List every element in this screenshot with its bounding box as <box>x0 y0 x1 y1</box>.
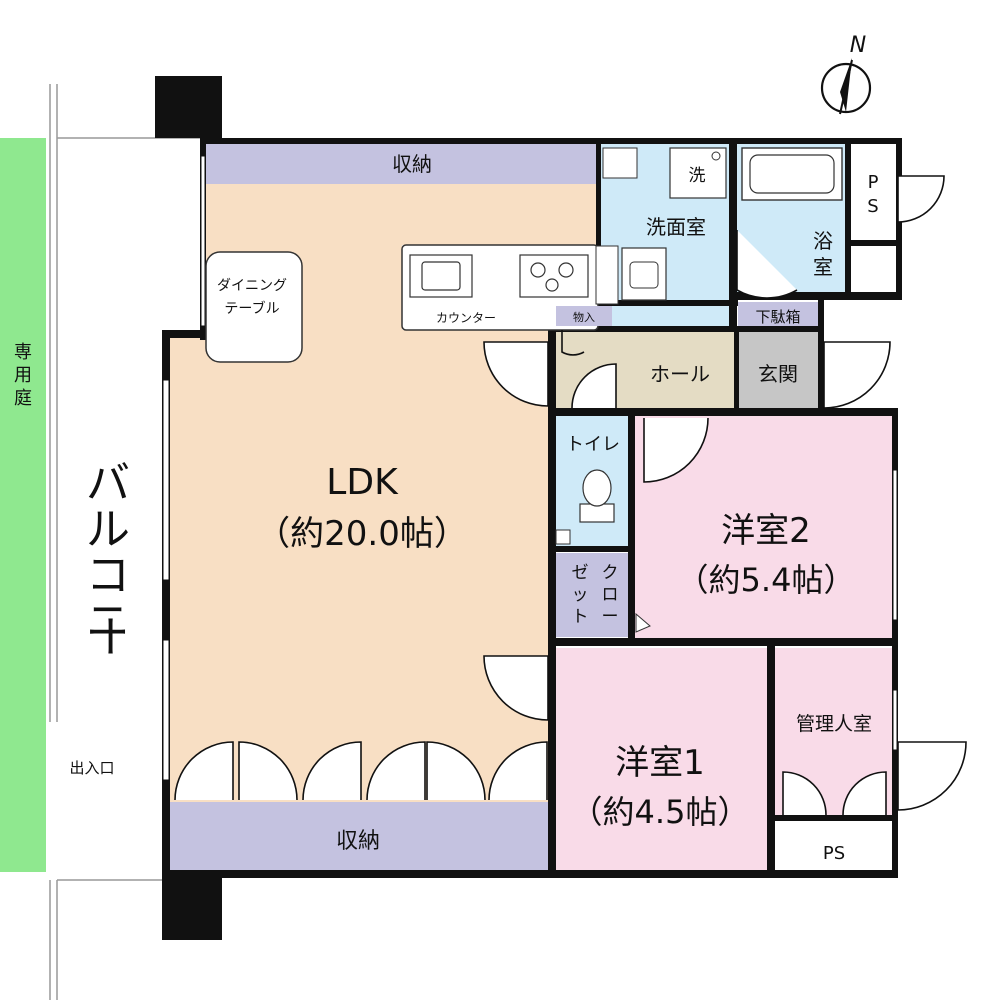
washroom-shelf <box>602 147 638 179</box>
closet-label-char: ロ <box>602 585 619 605</box>
room1-fill <box>556 648 767 870</box>
shoebox-label: 下駄箱 <box>755 308 800 326</box>
wash-basin <box>621 247 667 301</box>
windows <box>162 155 898 781</box>
closet-label-char: ゼ <box>572 563 589 583</box>
garden-label: 専 用 庭 <box>14 342 32 409</box>
balcony-char: ル <box>86 504 130 555</box>
closet-label-char: ク <box>602 563 619 583</box>
ps-top-line2: S <box>867 196 878 217</box>
toilet-label: トイレ <box>566 434 620 455</box>
bathtub <box>741 147 843 201</box>
counter-label: カウンター <box>436 311 496 325</box>
door-swings <box>174 175 967 816</box>
bath-label-line2: 室 <box>813 255 833 279</box>
storage-top-fill <box>206 144 596 184</box>
storage-bottom-fill <box>170 802 548 870</box>
balcony-char: ニ <box>86 596 130 647</box>
monoire-label: 物入 <box>573 310 595 324</box>
room2-area: （約5.4帖） <box>677 561 856 599</box>
balcony-char: バ <box>86 458 130 509</box>
toilet-tank <box>579 503 615 523</box>
north-label: N <box>850 33 866 58</box>
garden-char: 専 <box>14 342 32 363</box>
laundry-mark: 洗 <box>689 166 706 186</box>
balcony-railing <box>49 84 200 1000</box>
washroom-partition <box>595 245 619 305</box>
shoebox-fill <box>738 302 818 330</box>
closet-label-char: ッ <box>572 585 589 605</box>
ps-top-line1: P <box>868 172 879 193</box>
private-garden <box>0 138 46 872</box>
balcony-char: ー <box>83 614 134 658</box>
balcony-char: コ <box>86 550 130 601</box>
storage-top-label: 収納 <box>392 152 432 176</box>
entrance-exit-label: 出入口 <box>69 759 114 777</box>
room2-name: 洋室2 <box>721 511 811 551</box>
manager-room-label: 管理人室 <box>796 713 872 735</box>
washing-machine <box>669 147 727 199</box>
kitchen-counter <box>401 244 599 331</box>
balcony-label: バ ル コ ニ <box>86 458 130 647</box>
hall-label: ホール <box>650 362 710 386</box>
washroom-label: 洗面室 <box>646 215 706 239</box>
bath-label-line1: 浴 <box>813 229 833 253</box>
dining-table <box>205 251 303 363</box>
genkan-fill <box>738 330 818 408</box>
ps-bottom-label: PS <box>823 843 845 864</box>
dining-label-line2: テーブル <box>224 300 279 317</box>
toilet-bowl <box>582 469 612 507</box>
monoire-box <box>556 306 612 326</box>
closet-label-char: ー <box>602 607 619 627</box>
garden-char: 用 <box>14 365 32 386</box>
closet-label-char: ト <box>572 607 589 627</box>
room1-area: （約4.5帖） <box>571 793 750 831</box>
garden-char: 庭 <box>14 388 32 409</box>
ldk-name: LDK <box>326 462 399 503</box>
genkan-label: 玄関 <box>758 362 798 386</box>
storage-bottom-label: 収納 <box>336 829 380 854</box>
north-compass: N <box>820 33 872 115</box>
closet-fill <box>556 553 628 637</box>
room1-name: 洋室1 <box>615 743 705 783</box>
ldk-area: （約20.0帖） <box>256 514 468 554</box>
dining-label-line1: ダイニング <box>217 278 287 294</box>
